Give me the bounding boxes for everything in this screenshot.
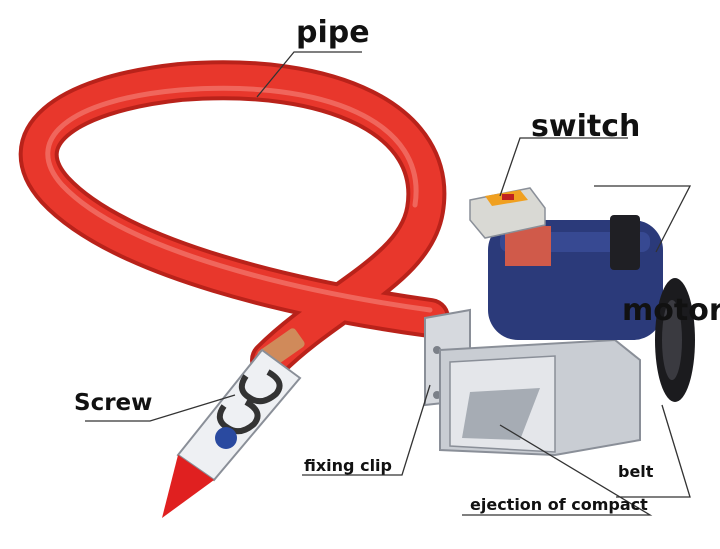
screw-leader [85, 394, 236, 422]
fixing-clip-leader [302, 384, 431, 476]
belt-leader [616, 404, 691, 498]
label-belt: belt [618, 462, 654, 481]
belt-wheel [655, 278, 695, 402]
label-switch: switch [531, 109, 641, 144]
switch-leader [499, 137, 628, 197]
motor-body [488, 215, 663, 340]
label-ejection: ejection of compact [470, 495, 648, 514]
label-motor: motor [622, 293, 720, 328]
motor-leader [594, 185, 692, 253]
hopper [439, 338, 641, 457]
label-fixing-clip: fixing clip [304, 456, 392, 475]
ejection-leader [462, 424, 653, 516]
screw-tip [162, 455, 214, 518]
pipe-hose [18, 60, 450, 380]
pipe-leader [256, 51, 362, 98]
screw-tube [162, 348, 302, 518]
label-pipe: pipe [296, 15, 370, 50]
screw-bearing [215, 427, 237, 449]
leader-lines [85, 51, 692, 516]
label-screw: Screw [74, 390, 153, 416]
switch-box [469, 187, 546, 239]
motor-terminal-box [610, 215, 640, 270]
